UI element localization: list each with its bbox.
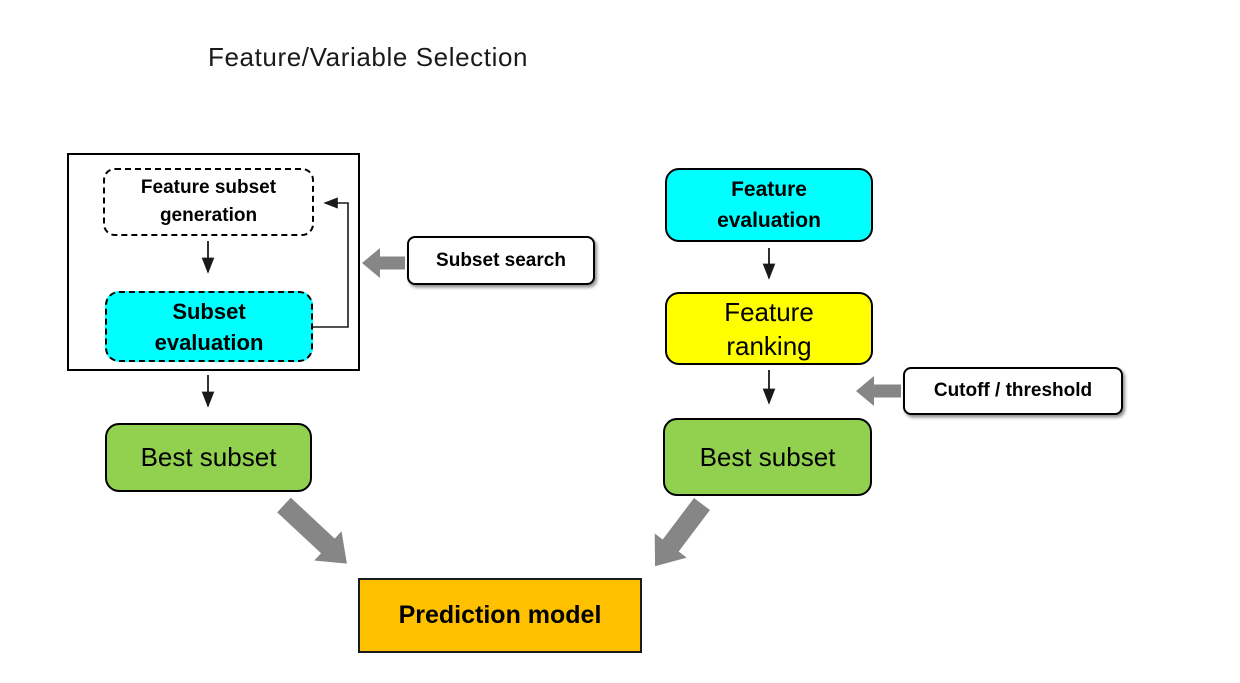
subset-search-arrow [362, 248, 405, 278]
best-subset-left-to-prediction-arrow [277, 497, 347, 564]
node-feature-evaluation: Feature evaluation [665, 168, 873, 242]
callout-subset-search: Subset search [407, 236, 595, 285]
node-feature-ranking: Feature ranking [665, 292, 873, 365]
wrapper-outer-box [67, 153, 360, 371]
cutoff-threshold-arrow [856, 376, 901, 406]
node-best-subset-left: Best subset [105, 423, 312, 492]
node-subset-evaluation: Subset evaluation [105, 291, 313, 362]
callout-cutoff-threshold: Cutoff / threshold [903, 367, 1123, 415]
node-label: Best subset [140, 442, 277, 472]
node-label: Feature subset generation [140, 177, 277, 226]
node-feature-subset-generation: Feature subset generation [103, 168, 314, 236]
diagram-title: Feature/Variable Selection [208, 42, 529, 72]
best-subset-right-to-prediction-arrow [654, 497, 710, 567]
node-best-subset-right: Best subset [663, 418, 872, 496]
node-label: Prediction model [398, 601, 602, 629]
node-label: Feature evaluation [717, 178, 821, 232]
callout-label: Cutoff / threshold [933, 380, 1093, 401]
callout-label: Subset search [436, 249, 566, 271]
node-label: Best subset [699, 441, 836, 472]
node-prediction-model: Prediction model [358, 578, 642, 653]
node-label: Subset evaluation [154, 298, 264, 355]
node-label: Feature ranking [724, 296, 814, 361]
